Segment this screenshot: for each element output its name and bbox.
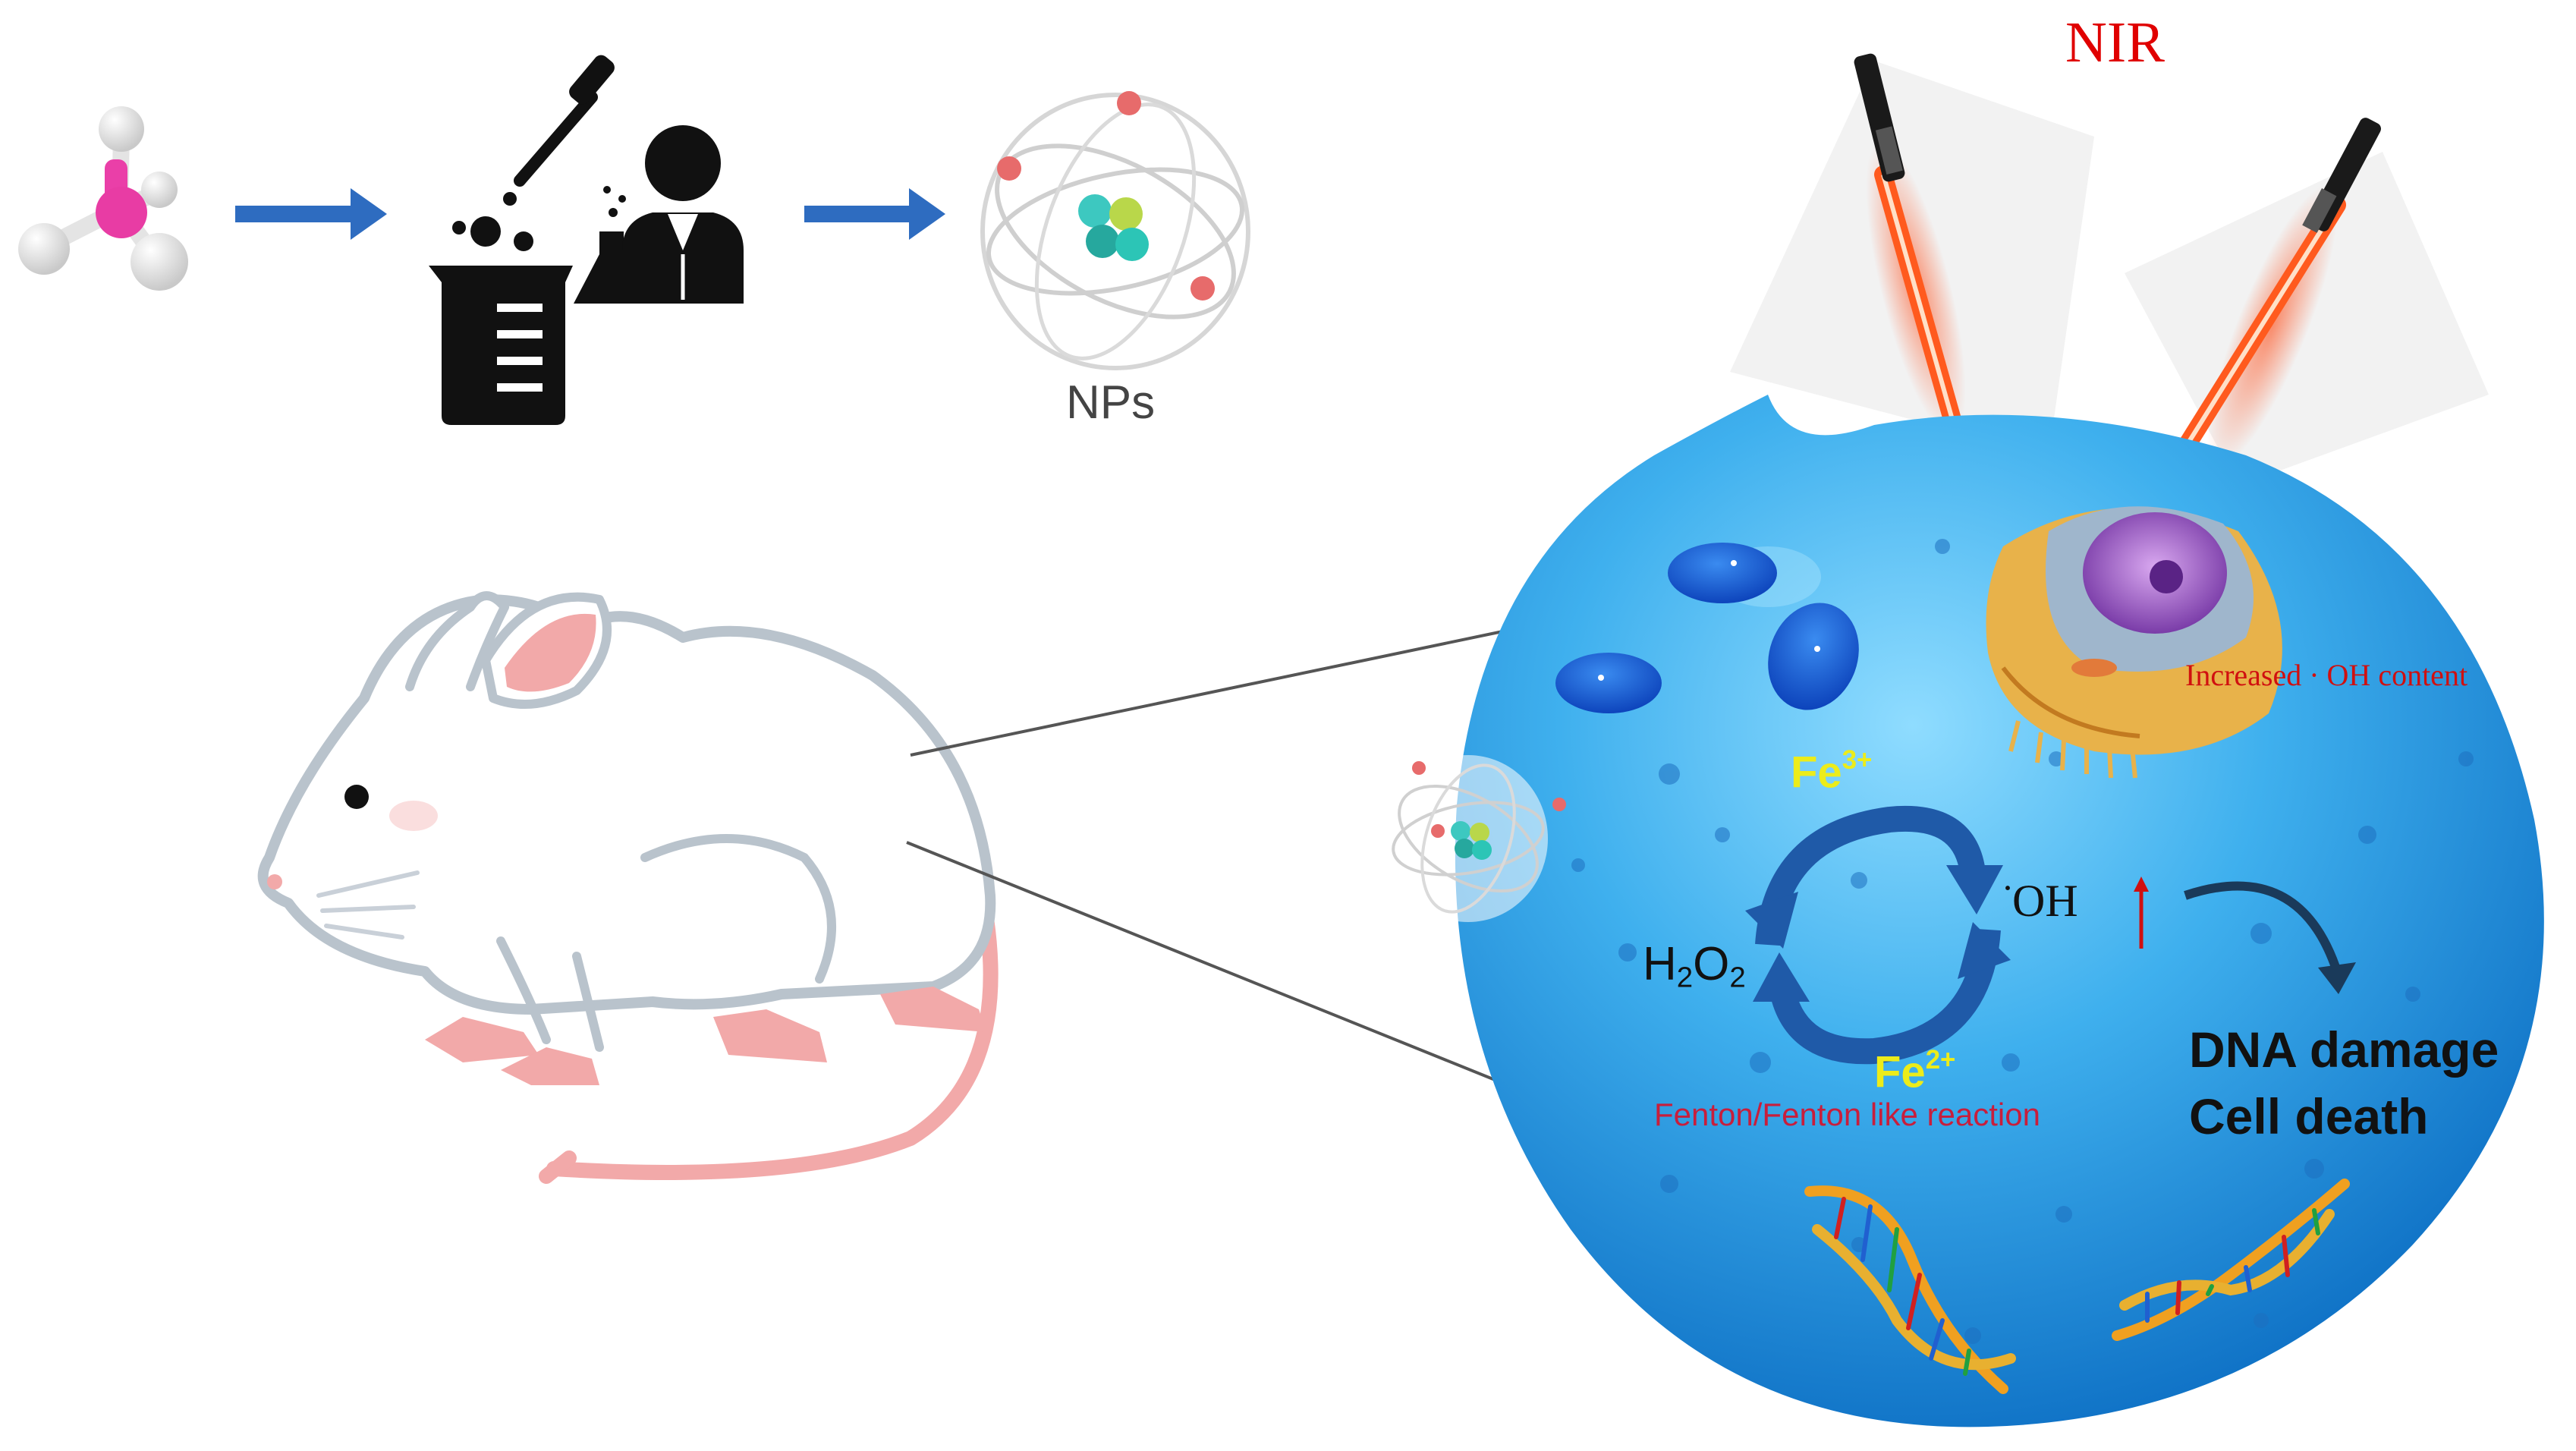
nanoparticle-atom-icon: [1389, 755, 1566, 922]
zoom-lines: [906, 628, 1518, 1091]
mouse-illustration: [257, 591, 999, 1184]
dna-helix-icon: [1804, 1185, 2016, 1394]
hydroxyl-radical-label: ·OH: [2003, 874, 2078, 924]
nir-laser-left: [1730, 53, 2094, 455]
fenton-reaction-label: Fenton/Fenton like reaction: [1654, 1097, 2040, 1132]
beaker-icon: [429, 216, 573, 425]
nps-label: NPs: [1066, 376, 1156, 429]
cell-death-label: Cell death: [2189, 1088, 2429, 1144]
h2o2-o: O: [1693, 938, 1730, 990]
dna-damage-label: DNA damage: [2189, 1021, 2499, 1078]
cycle-arrows-icon: [1745, 805, 2011, 1065]
fe2-label: Fe2+: [1874, 1047, 1955, 1094]
process-arrow: [804, 188, 945, 240]
scientist-icon: [622, 125, 744, 304]
nir-laser-right: [2125, 118, 2489, 486]
fe3-label: Fe3+: [1791, 745, 1873, 798]
molecule-icon: [18, 106, 188, 291]
fe3-symbol: Fe: [1791, 748, 1842, 798]
tumor-cell: [1455, 395, 2544, 1427]
fe2-symbol: Fe: [1874, 1047, 1926, 1097]
nir-label: NIR: [2065, 11, 2165, 74]
h2o2-h: H: [1643, 938, 1677, 990]
h2o2-label: H2O2: [1643, 941, 1746, 993]
curved-arrow-icon: [2184, 881, 2356, 994]
oh-text: OH: [2012, 876, 2078, 927]
process-arrow: [235, 188, 387, 240]
cell-organelle-icon: [1986, 506, 2282, 779]
h2o2-sub-b: 2: [1729, 961, 1746, 994]
increase-arrow-icon: [2134, 877, 2149, 949]
dna-helix-icon: [2112, 1179, 2350, 1341]
dropper-icon: [503, 55, 615, 206]
fe2-charge: 2+: [1925, 1045, 1956, 1075]
h2o2-sub-a: 2: [1676, 961, 1694, 994]
atom-icon: [980, 91, 1250, 370]
increased-oh-label: Increased · OH content: [2185, 658, 2468, 692]
radical-dot: ·: [2003, 873, 2013, 903]
fe3-charge: 3+: [1842, 745, 1873, 775]
